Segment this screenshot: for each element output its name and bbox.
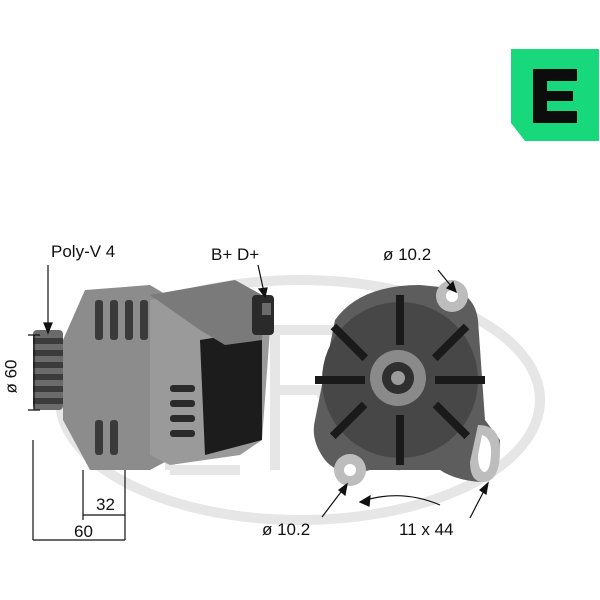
alternator-side-view: [33, 280, 274, 470]
dim-32-label: 32: [96, 495, 115, 514]
dimension-lines: [28, 264, 489, 541]
thread-label: 11 x 44: [399, 520, 454, 539]
dim-60-label: 60: [74, 522, 93, 541]
era-logo-icon: [511, 49, 599, 141]
poly-v-label: Poly-V 4: [51, 242, 116, 261]
alternator-front-view: [313, 280, 500, 486]
diameter-bottom-label: ø 10.2: [262, 520, 311, 539]
terminals-label: B+ D+: [211, 245, 260, 264]
diameter-side-label: ø 60: [1, 359, 21, 394]
diameter-top-label: ø 10.2: [383, 245, 432, 264]
